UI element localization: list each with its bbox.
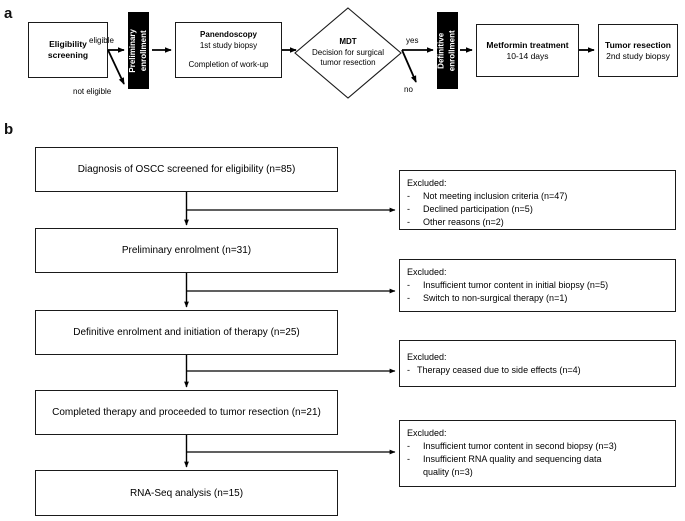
excluded-box-2-item-1: - Insufficient tumor content in initial …: [407, 279, 675, 292]
flow-box-screened-text: Diagnosis of OSCC screened for eligibili…: [77, 164, 296, 175]
excluded-box-2: Excluded: - Insufficient tumor content i…: [399, 259, 676, 312]
bullet-dash-icon: -: [407, 365, 410, 376]
excluded-box-2-item-2-text: Switch to non-surgical therapy (n=1): [423, 293, 568, 304]
node-preliminary-enrollment: Preliminary enrollment: [128, 12, 149, 89]
definitive-enrollment-vertical-text: Definitive enrollment: [437, 30, 459, 71]
panel-a-label: a: [4, 5, 13, 22]
mdt-line1: MDT: [339, 37, 357, 47]
excluded-box-2-item-1-text: Insufficient tumor content in initial bi…: [423, 280, 609, 291]
arrow-mdt-no: [401, 49, 417, 83]
excluded-box-1-item-3: - Other reasons (n=2): [407, 216, 675, 229]
excluded-box-3-list: - Therapy ceased due to side effects (n=…: [407, 364, 675, 377]
flow-box-completed-text: Completed therapy and proceeded to tumor…: [52, 407, 321, 418]
excluded-box-1-item-2-text: Declined participation (n=5): [423, 204, 533, 215]
excluded-box-4-item-2-text: Insufficient RNA quality and sequencing …: [423, 454, 602, 478]
edge-label-eligible: eligible: [89, 36, 114, 45]
excluded-box-1-heading: Excluded:: [407, 178, 447, 188]
edge-label-no: no: [404, 85, 413, 94]
bullet-dash-icon: -: [407, 280, 410, 291]
node-eligibility-screening: Eligibility screening: [28, 22, 108, 78]
flow-box-rnaseq: RNA-Seq analysis (n=15): [35, 470, 338, 516]
excluded-box-1-item-2: - Declined participation (n=5): [407, 203, 675, 216]
excluded-box-2-list: - Insufficient tumor content in initial …: [407, 279, 675, 305]
excluded-box-1-list: - Not meeting inclusion criteria (n=47) …: [407, 190, 675, 229]
eligibility-line1: Eligibility: [49, 39, 87, 50]
mdt-line2: Decision for surgical: [311, 47, 385, 57]
excluded-box-1: Excluded: - Not meeting inclusion criter…: [399, 170, 676, 230]
definitive-enrollment-line1: Definitive: [436, 32, 446, 69]
mdt-line3: tumor resection: [320, 58, 376, 68]
panel-b-label: b: [4, 121, 14, 138]
tumor-resection-line1: Tumor resection: [605, 39, 671, 50]
bullet-dash-icon: -: [407, 454, 410, 465]
node-tumor-resection: Tumor resection 2nd study biopsy: [598, 24, 678, 77]
excluded-box-4-item-2: - Insufficient RNA quality and sequencin…: [407, 453, 675, 479]
panendoscopy-line2: 1st study biopsy: [199, 41, 258, 50]
excluded-box-4-item-1-text: Insufficient tumor content in second bio…: [423, 441, 617, 452]
excluded-box-1-item-3-text: Other reasons (n=2): [423, 217, 504, 228]
bullet-dash-icon: -: [407, 204, 410, 215]
flow-box-rnaseq-text: RNA-Seq analysis (n=15): [129, 487, 244, 499]
excluded-box-4-item-1: - Insufficient tumor content in second b…: [407, 440, 675, 453]
metformin-line2: 10-14 days: [506, 50, 549, 61]
preliminary-enrollment-vertical-text: Preliminary enrollment: [128, 29, 150, 73]
preliminary-enrollment-line2: enrollment: [138, 30, 148, 71]
definitive-enrollment-line2: enrollment: [447, 30, 457, 71]
arrow-not-eligible: [107, 49, 125, 85]
edge-label-yes: yes: [406, 36, 419, 45]
bullet-dash-icon: -: [407, 217, 410, 228]
bullet-dash-icon: -: [407, 441, 410, 452]
panendoscopy-line3: Completion of work-up: [188, 60, 269, 69]
flow-box-definitive-text: Definitive enrolment and initiation of t…: [73, 327, 300, 338]
metformin-line1: Metformin treatment: [486, 39, 569, 50]
node-panendoscopy: Panendoscopy 1st study biopsy Completion…: [175, 22, 282, 78]
flow-box-screened: Diagnosis of OSCC screened for eligibili…: [35, 147, 338, 192]
excluded-box-3-item-1: - Therapy ceased due to side effects (n=…: [407, 364, 675, 377]
mdt-text: MDT Decision for surgical tumor resectio…: [294, 7, 402, 99]
excluded-box-3-item-1-text: Therapy ceased due to side effects (n=4): [417, 365, 581, 376]
preliminary-enrollment-line1: Preliminary: [127, 28, 137, 73]
excluded-box-3: Excluded: - Therapy ceased due to side e…: [399, 340, 676, 387]
node-metformin-treatment: Metformin treatment 10-14 days: [476, 24, 579, 77]
flow-box-preliminary: Preliminary enrolment (n=31): [35, 228, 338, 273]
mdt-diamond-shape: [294, 7, 402, 99]
bullet-dash-icon: -: [407, 191, 410, 202]
panendoscopy-line1: Panendoscopy: [200, 30, 257, 39]
excluded-box-2-heading: Excluded:: [407, 267, 447, 277]
flow-box-definitive: Definitive enrolment and initiation of t…: [35, 310, 338, 355]
excluded-box-1-item-1-text: Not meeting inclusion criteria (n=47): [423, 191, 568, 202]
excluded-box-4-list: - Insufficient tumor content in second b…: [407, 440, 675, 479]
flow-box-preliminary-text: Preliminary enrolment (n=31): [121, 245, 252, 256]
excluded-box-1-item-1: - Not meeting inclusion criteria (n=47): [407, 190, 675, 203]
node-definitive-enrollment: Definitive enrollment: [437, 12, 458, 89]
excluded-box-4-heading: Excluded:: [407, 428, 447, 438]
excluded-box-3-heading: Excluded:: [407, 352, 447, 362]
edge-label-not-eligible: not eligible: [73, 87, 112, 96]
tumor-resection-line2: 2nd study biopsy: [606, 50, 670, 61]
bullet-dash-icon: -: [407, 293, 410, 304]
flow-box-completed: Completed therapy and proceeded to tumor…: [35, 390, 338, 435]
excluded-box-2-item-2: - Switch to non-surgical therapy (n=1): [407, 292, 675, 305]
excluded-box-4: Excluded: - Insufficient tumor content i…: [399, 420, 676, 487]
node-mdt-decision: MDT Decision for surgical tumor resectio…: [294, 7, 402, 99]
eligibility-line2: screening: [47, 50, 89, 60]
